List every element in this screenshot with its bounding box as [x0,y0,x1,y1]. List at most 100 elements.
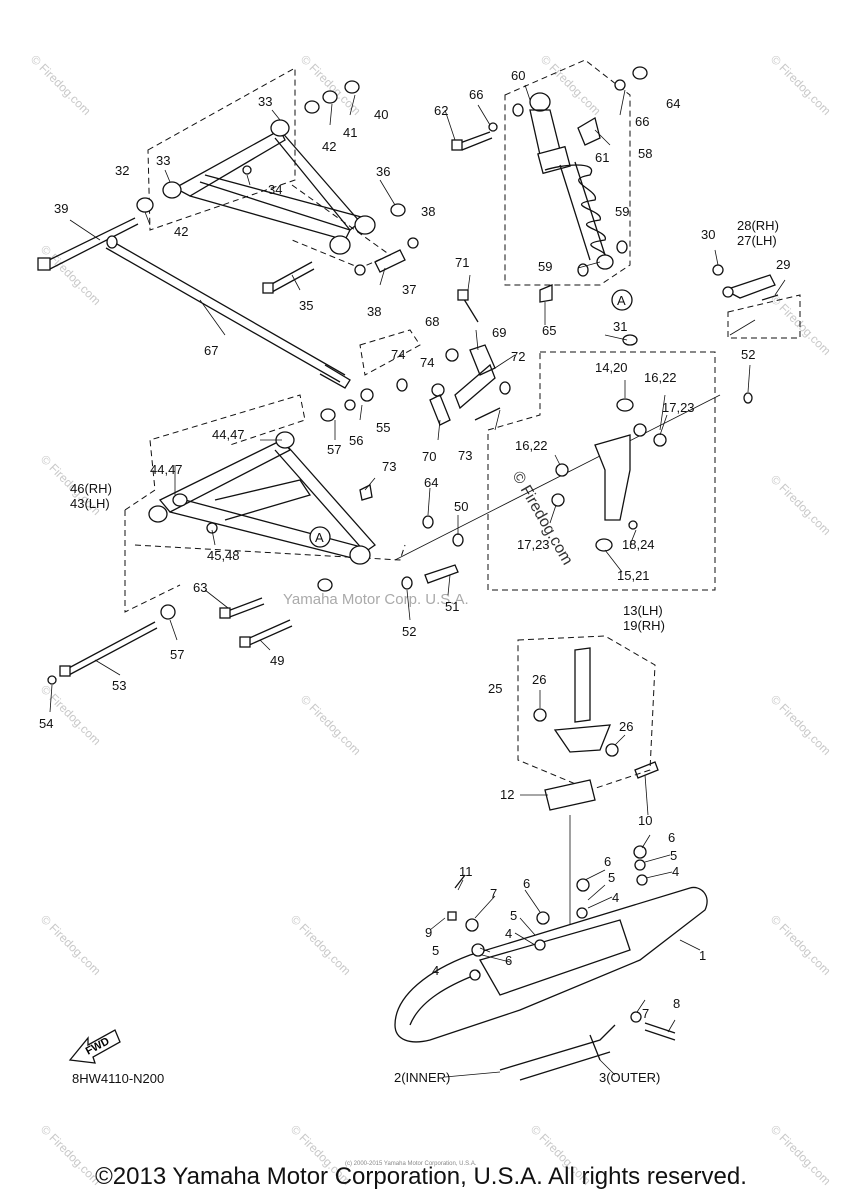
label-5: 5 [608,870,615,885]
label-4: 4 [672,864,679,879]
label-35: 35 [299,298,313,313]
label-69: 69 [492,325,506,340]
label-57: 57 [327,442,341,457]
label-44-47: 44,47 [212,427,245,442]
label-42: 42 [174,224,188,239]
label-33: 33 [258,94,272,109]
label-37: 37 [402,282,416,297]
label-43: 43(LH) [70,496,110,511]
watermark: © Firedog.com [768,912,834,978]
label-4: 4 [432,963,439,978]
label-18-24: 18,24 [622,537,655,552]
link-box [359,329,421,376]
watermark: © Firedog.com [768,52,834,118]
lower-arm-box-3 [134,544,406,561]
label-15-21: 15,21 [617,568,650,583]
label-8: 8 [673,996,680,1011]
spindle [551,334,753,552]
watermark: © Firedog.com [38,242,104,308]
spacer-51 [394,394,721,590]
label-50: 50 [454,499,468,514]
label-10: 10 [638,813,652,828]
label-6: 6 [505,953,512,968]
upper-a-arm [162,119,376,255]
label-19: 19(RH) [623,618,665,633]
label-72: 72 [511,349,525,364]
label-58: 58 [638,146,652,161]
label-39: 39 [54,201,68,216]
small-copyright: (c) 2000-2015 Yamaha Motor Corporation, … [345,1161,477,1167]
watermark: © Firedog.com [288,912,354,978]
bolt-39 [37,197,154,271]
label-32: 32 [115,163,129,178]
label-16-22: 16,22 [515,438,548,453]
label-71: 71 [455,255,469,270]
label-27: 27(LH) [737,233,777,248]
label-49: 49 [270,653,284,668]
label-54: 54 [39,716,53,731]
hardware-40-41-42 [242,80,419,276]
leader-lines [49,84,786,1078]
label-52: 52 [741,347,755,362]
label-11: 11 [459,864,473,879]
label-46: 46(RH) [70,481,112,496]
label-45-48: 45,48 [207,548,240,563]
label-30: 30 [701,227,715,242]
label-33: 33 [156,153,170,168]
label-66: 66 [469,87,483,102]
callout-a-label-lower: A [315,530,324,545]
label-74: 74 [420,355,434,370]
label-62: 62 [434,103,448,118]
label-40: 40 [374,107,388,122]
label-61: 61 [595,150,609,165]
label-14-20: 14,20 [595,360,628,375]
shock-box [504,59,631,286]
label-26: 26 [619,719,633,734]
watermark: © Firedog.com [768,472,834,538]
label-7: 7 [490,886,497,901]
label-59: 59 [538,259,552,274]
label-16-22: 16,22 [644,370,677,385]
label-5: 5 [510,908,517,923]
group-outlines [124,59,801,791]
label-36: 36 [376,164,390,179]
label-74: 74 [391,347,405,362]
label-57: 57 [170,647,184,662]
label-26: 26 [532,672,546,687]
parts: FWD A A [37,66,779,1081]
ski-column [533,647,659,985]
label-64: 64 [666,96,680,111]
label-67: 67 [204,343,218,358]
label-6: 6 [604,854,611,869]
label-66: 66 [635,114,649,129]
lower-arm-box [124,394,306,511]
label-3: 3(OUTER) [599,1070,660,1085]
label-41: 41 [343,125,357,140]
label-25: 25 [488,681,502,696]
label-34: 34 [268,182,282,197]
label-56: 56 [349,433,363,448]
label-65: 65 [542,323,556,338]
label-4: 4 [505,926,512,941]
part-labels: 1 2(INNER) 3(OUTER) 4 4 4 4 5 5 5 5 6 6 … [39,68,790,1085]
label-5: 5 [670,848,677,863]
label-9: 9 [425,925,432,940]
label-6: 6 [668,830,675,845]
watermark: © Firedog.com [38,912,104,978]
watermark: © Firedog.com [768,292,834,358]
label-5: 5 [432,943,439,958]
label-73: 73 [458,448,472,463]
label-2: 2(INNER) [394,1070,450,1085]
fwd-arrow-icon: FWD [68,1029,121,1064]
upper-arm-box-lower [291,184,392,269]
watermark: © Firedog.com [768,692,834,758]
label-13: 13(LH) [623,603,663,618]
label-31: 31 [613,319,627,334]
link-69 [396,289,511,426]
callout-a: A A [309,289,633,548]
spindle-box [487,351,716,591]
label-17-23: 17,23 [517,537,550,552]
label-64: 64 [424,475,438,490]
label-70: 70 [422,449,436,464]
